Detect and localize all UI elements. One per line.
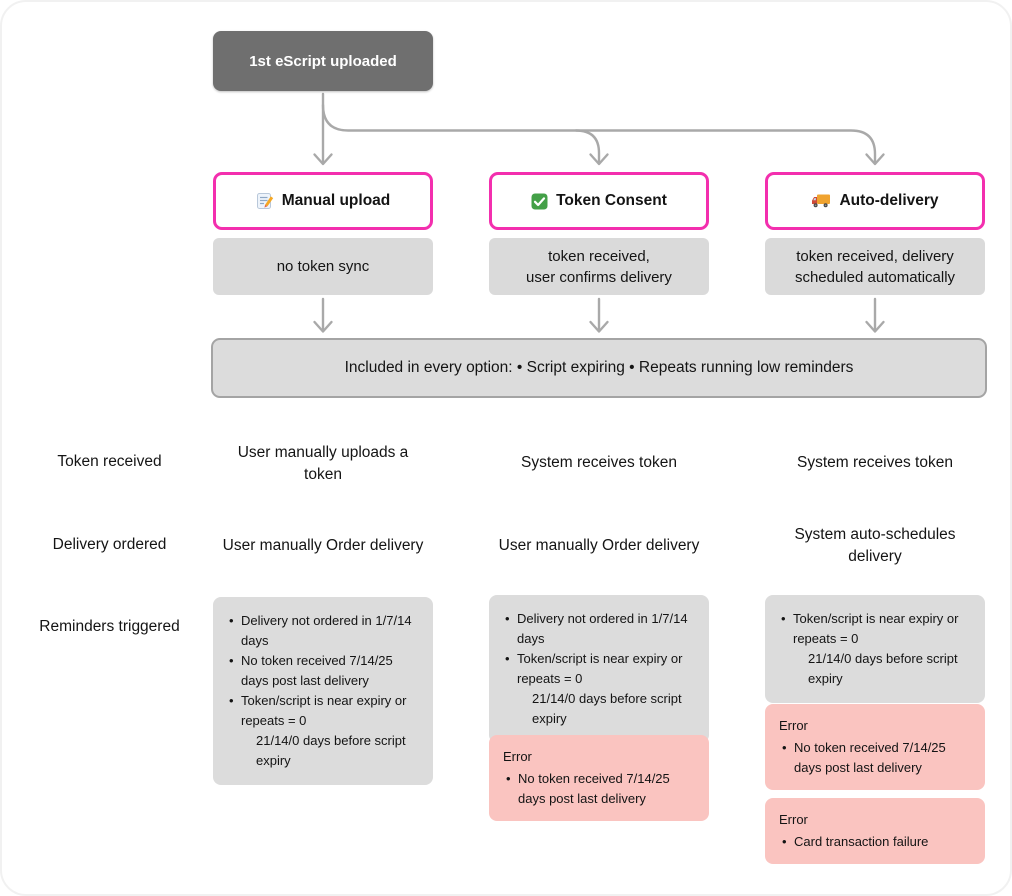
reminder-item: Token/script is near expiry or repeats =… — [502, 649, 697, 729]
arrowhead — [313, 320, 333, 333]
memo-icon — [256, 192, 274, 210]
reminder-item: Token/script is near expiry or repeats =… — [226, 691, 421, 771]
option-auto-delivery: Auto-delivery — [765, 172, 985, 230]
arrowhead — [589, 153, 609, 166]
reminder-item: Token/script is near expiry or repeats =… — [778, 609, 973, 689]
error-title: Error — [503, 749, 532, 764]
delivery-ordered-manual: User manually Order delivery — [222, 537, 424, 554]
reminders-box-consent: Delivery not ordered in 1/7/14 days Toke… — [489, 595, 709, 743]
reminder-item: Delivery not ordered in 1/7/14 days — [502, 609, 697, 649]
error-item: No token received 7/14/25 days post last… — [503, 769, 697, 809]
option-token-consent: Token Consent — [489, 172, 709, 230]
reminder-item: Delivery not ordered in 1/7/14 days — [226, 611, 421, 651]
included-banner: Included in every option: • Script expir… — [211, 338, 987, 398]
start-node: 1st eScript uploaded — [213, 31, 433, 91]
reminders-box-manual: Delivery not ordered in 1/7/14 days No t… — [213, 597, 433, 785]
start-node-label: 1st eScript uploaded — [249, 52, 397, 70]
check-icon — [531, 193, 548, 210]
error-box-auto-token: Error No token received 7/14/25 days pos… — [765, 704, 985, 790]
row-label-reminders-triggered: Reminders triggered — [39, 618, 180, 635]
reminder-item: No token received 7/14/25 days post last… — [226, 651, 421, 691]
error-title: Error — [779, 812, 808, 827]
error-item: Card transaction failure — [779, 832, 973, 852]
token-received-auto: System receives token — [797, 454, 953, 471]
caption-manual-upload: no token sync — [213, 238, 433, 295]
truck-icon — [811, 193, 831, 209]
token-received-manual: User manually uploads a token — [237, 444, 409, 483]
error-item: No token received 7/14/25 days post last… — [779, 738, 973, 778]
caption-token-consent: token received, user confirms delivery — [489, 238, 709, 295]
token-received-consent: System receives token — [521, 454, 677, 471]
option-title: Token Consent — [556, 192, 667, 209]
row-label-token-received: Token received — [57, 453, 162, 470]
arrowhead — [313, 153, 333, 166]
reminders-box-auto: Token/script is near expiry or repeats =… — [765, 595, 985, 703]
caption-auto-delivery: token received, delivery scheduled autom… — [765, 238, 985, 295]
arrowhead — [865, 153, 885, 166]
option-manual-upload: Manual upload — [213, 172, 433, 230]
error-box-auto-card: Error Card transaction failure — [765, 798, 985, 864]
error-box-consent: Error No token received 7/14/25 days pos… — [489, 735, 709, 821]
arrowhead — [589, 320, 609, 333]
arrowhead — [865, 320, 885, 333]
row-label-delivery-ordered: Delivery ordered — [52, 536, 167, 553]
option-title: Auto-delivery — [839, 192, 939, 209]
delivery-ordered-auto: System auto-schedules delivery — [794, 526, 956, 565]
error-title: Error — [779, 718, 808, 733]
option-title: Manual upload — [281, 192, 391, 209]
delivery-ordered-consent: User manually Order delivery — [498, 537, 700, 554]
